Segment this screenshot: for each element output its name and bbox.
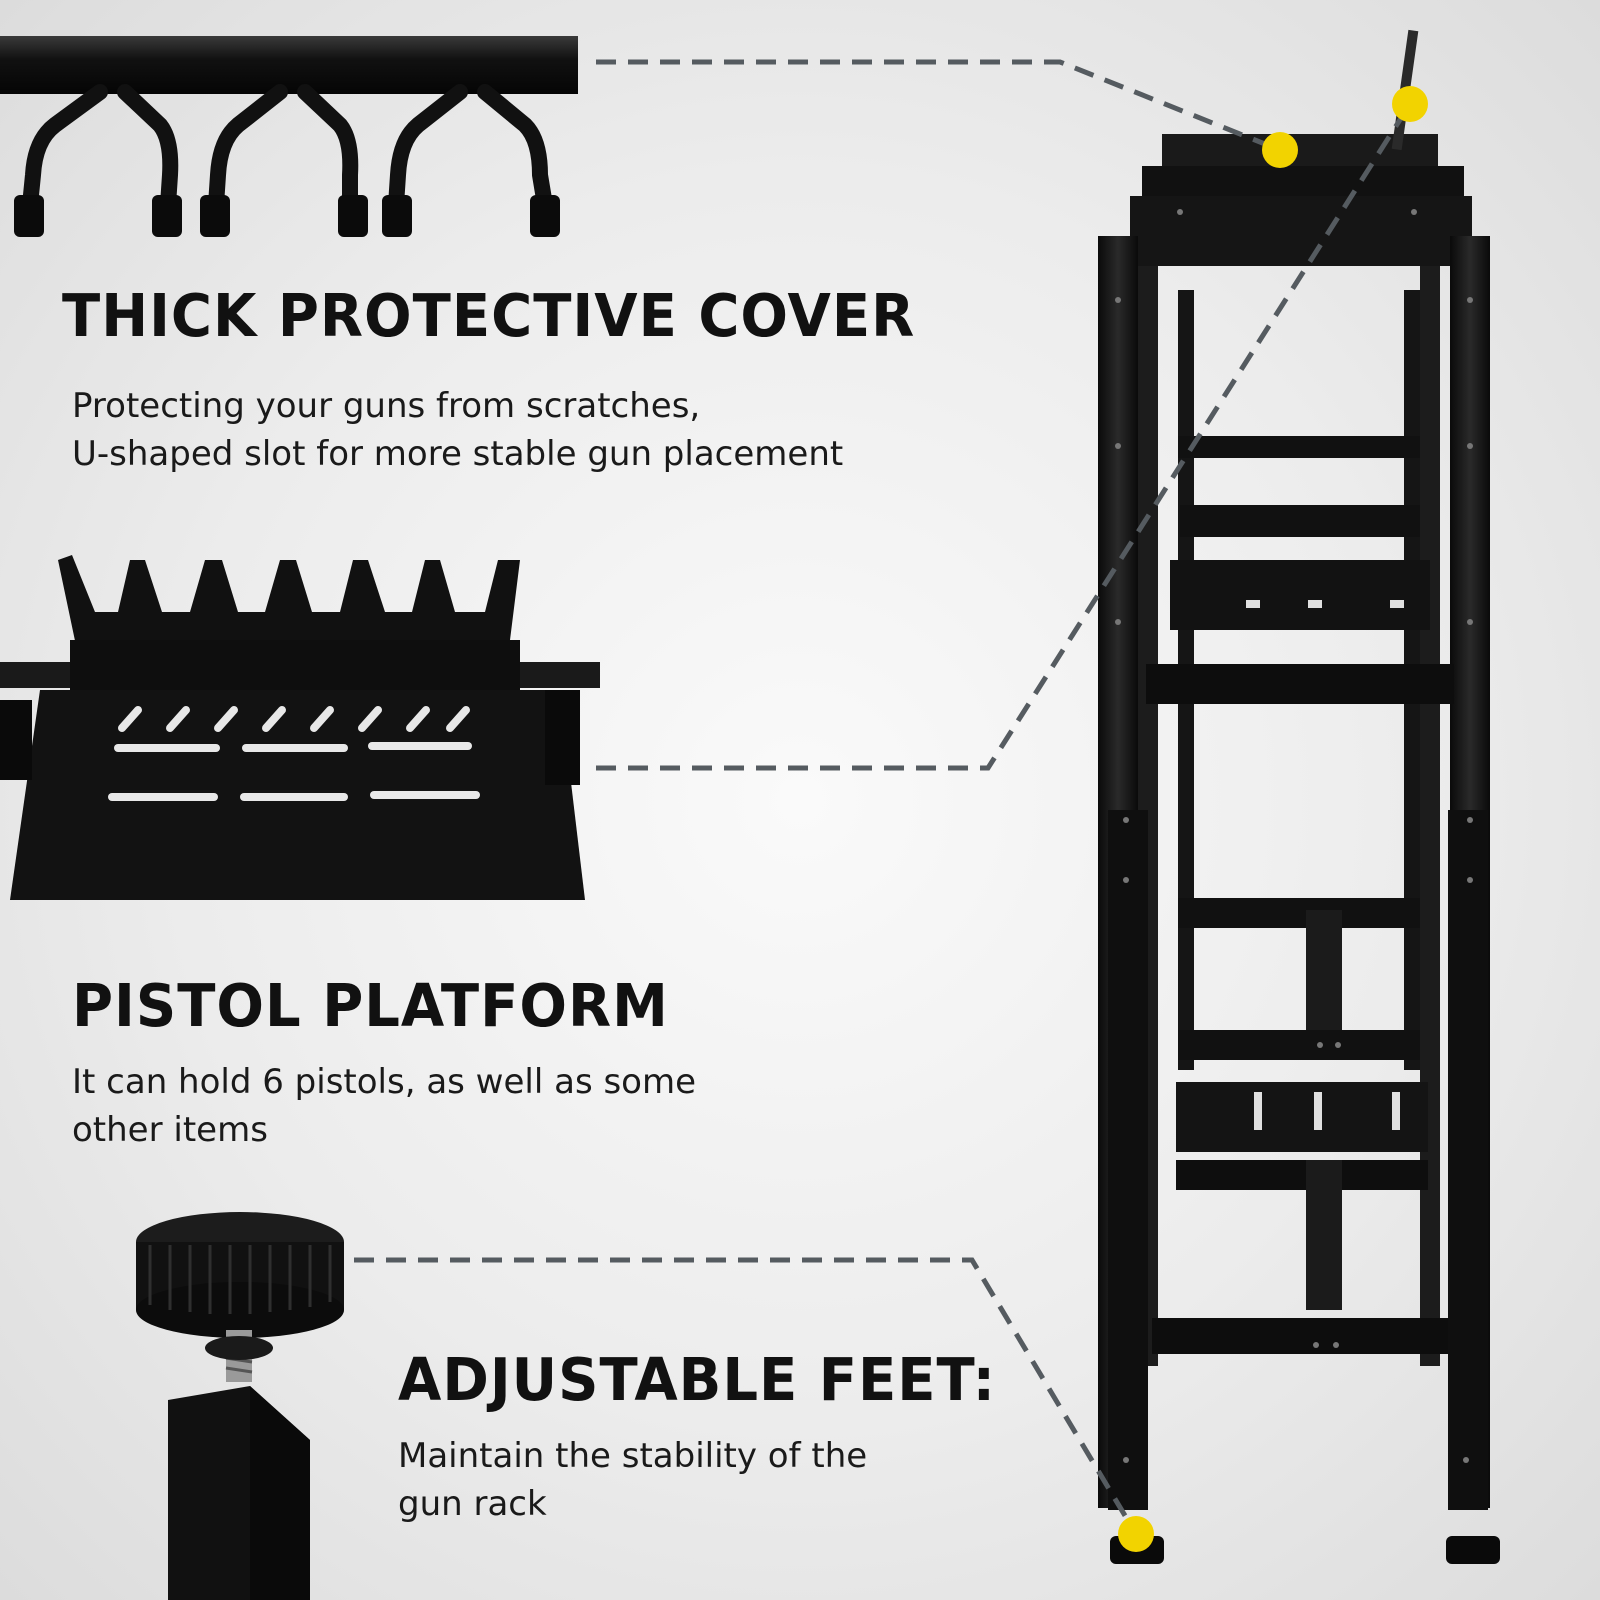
callout-markers bbox=[1118, 86, 1428, 1552]
section-heading: ADJUSTABLE FEET: bbox=[398, 1346, 997, 1415]
marker-feet bbox=[1118, 1516, 1154, 1552]
description-line: U-shaped slot for more stable gun placem… bbox=[72, 434, 844, 474]
description-line: gun rack bbox=[398, 1484, 547, 1524]
section-adjustable-feet: ADJUSTABLE FEET: bbox=[398, 1346, 997, 1415]
section-heading: PISTOL PLATFORM bbox=[72, 972, 669, 1041]
section-pistol-platform: PISTOL PLATFORM bbox=[72, 972, 669, 1041]
section-feet-description: Maintain the stability of the gun rack bbox=[398, 1432, 867, 1528]
adjustable-foot-illustration bbox=[136, 1212, 344, 1600]
gun-rack-illustration bbox=[1098, 29, 1500, 1564]
section-thick-protective-cover: THICK PROTECTIVE COVER bbox=[62, 282, 916, 351]
leader-lines bbox=[354, 59, 1413, 1536]
description-line: Protecting your guns from scratches, bbox=[72, 386, 701, 426]
section-heading: THICK PROTECTIVE COVER bbox=[62, 282, 916, 351]
description-line: Maintain the stability of the bbox=[398, 1436, 868, 1476]
section-platform-description: It can hold 6 pistols, as well as some o… bbox=[72, 1058, 696, 1154]
marker-platform bbox=[1392, 86, 1428, 122]
description-line: It can hold 6 pistols, as well as some bbox=[72, 1062, 697, 1102]
section-cover-description: Protecting your guns from scratches, U-s… bbox=[72, 382, 843, 478]
marker-cover bbox=[1262, 132, 1298, 168]
padded-hook-bar-illustration bbox=[0, 36, 578, 237]
description-line: other items bbox=[72, 1110, 268, 1150]
pistol-platform-illustration bbox=[0, 555, 600, 900]
